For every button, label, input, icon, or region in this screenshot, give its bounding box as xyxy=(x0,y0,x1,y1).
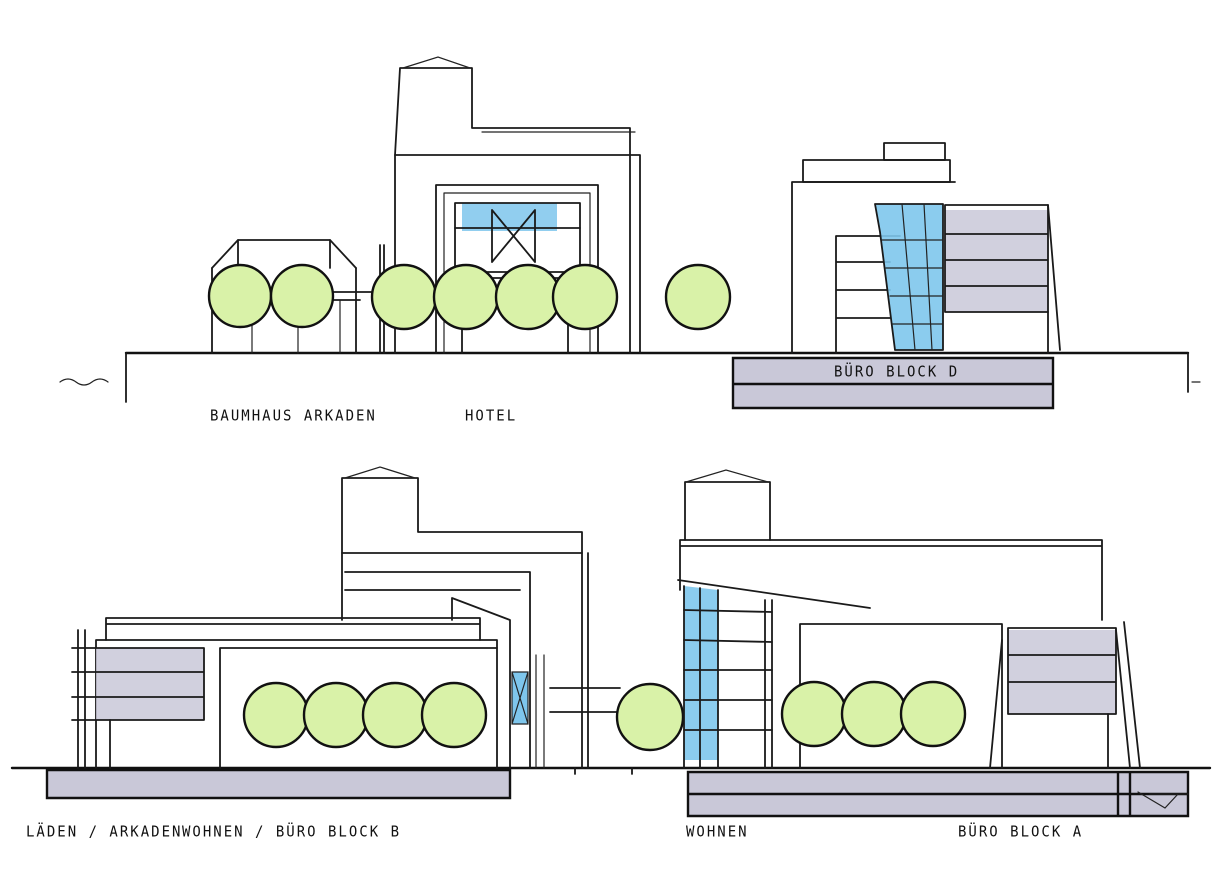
left-base-slab xyxy=(47,770,510,798)
buero-block-d-building xyxy=(731,142,1061,410)
tree-bottom-8 xyxy=(899,680,967,748)
bottom-elevation xyxy=(10,466,1212,818)
block-b-courtyard-frame xyxy=(219,647,498,769)
tree-bottom-4 xyxy=(420,681,488,749)
label-wohnen-buero-block-b: WOHNEN / BÜRO BLOCK B xyxy=(182,823,402,841)
trees-top xyxy=(207,263,732,331)
tree-top-2 xyxy=(269,263,335,329)
block-d-edge xyxy=(1047,204,1061,354)
tree-bottom-5 xyxy=(615,682,685,752)
block-d-glass-mullions xyxy=(881,203,944,351)
tree-top-5 xyxy=(494,263,562,331)
block-a-panel-fill xyxy=(1008,630,1116,714)
tree-bottom-1 xyxy=(242,681,310,749)
label-wohnen: WOHNEN xyxy=(686,823,749,841)
block-b-panel-grid xyxy=(71,647,205,721)
wohnen-side-posts xyxy=(764,599,773,769)
wohnen-slanted-roof xyxy=(677,579,871,609)
block-d-roof-box xyxy=(883,142,946,161)
bridge-connector xyxy=(549,687,621,713)
top-elevation xyxy=(59,56,1201,410)
baumhaus-roof xyxy=(211,239,357,269)
tree-bottom-2 xyxy=(302,681,370,749)
trees-bottom-left xyxy=(242,681,488,749)
tree-bottom-7 xyxy=(840,680,908,748)
label-laeden-arkaden: LÄDEN / ARKADEN xyxy=(26,823,183,841)
block-b-posts xyxy=(535,654,545,769)
block-b-slanted-roof xyxy=(451,597,511,769)
wohnen-tower-top xyxy=(684,481,771,541)
block-a-panel-grid xyxy=(1007,627,1117,715)
block-b-tower-top xyxy=(341,477,583,554)
right-slab-stair xyxy=(1137,791,1189,809)
wohnen-glass-mullions xyxy=(683,585,719,769)
block-d-penthouse xyxy=(802,159,951,183)
wohnen-glass-facade xyxy=(684,586,718,760)
wohnen-building xyxy=(677,469,1103,769)
label-buero-block-d: BÜRO BLOCK D xyxy=(834,363,960,381)
tree-top-1 xyxy=(207,263,273,329)
label-baumhaus-arkaden: BAUMHAUS ARKADEN xyxy=(210,407,377,425)
block-b-tower xyxy=(341,466,589,769)
block-d-panel-fill xyxy=(945,210,1048,312)
block-b-glass-brace xyxy=(511,671,529,725)
wohnen-roofline xyxy=(679,539,1103,621)
ground-ticks-bottom xyxy=(574,767,633,775)
block-a-edge xyxy=(1107,621,1141,769)
wohnen-floor-lines xyxy=(683,609,773,731)
hotel-tower-top xyxy=(394,67,631,156)
tree-top-6 xyxy=(551,263,619,331)
block-b-side-posts xyxy=(77,629,86,769)
hotel-cross-brace xyxy=(491,209,536,263)
block-d-main-wall xyxy=(791,181,956,354)
tree-bottom-3 xyxy=(361,681,429,749)
right-slab-outline xyxy=(686,770,1190,818)
tree-bottom-6 xyxy=(780,680,848,748)
label-buero-block-a: BÜRO BLOCK A xyxy=(958,823,1084,841)
wohnen-tower-cap xyxy=(685,469,769,483)
buero-block-a-building xyxy=(799,621,1141,769)
ground-break-left-top xyxy=(59,378,109,386)
block-b-tower-cap xyxy=(344,466,416,479)
block-b-roof xyxy=(105,617,481,641)
left-slab-outline xyxy=(45,768,512,800)
tree-top-3 xyxy=(370,263,438,331)
block-b-panel-fill xyxy=(96,648,204,720)
block-b-tower-walls xyxy=(341,552,589,769)
block-d-slab-outline xyxy=(731,356,1055,410)
tree-top-7 xyxy=(664,263,732,331)
block-b-building xyxy=(71,617,498,769)
hotel-roof-cap xyxy=(402,56,471,69)
block-d-left-grid xyxy=(835,235,901,354)
tree-top-4 xyxy=(432,263,500,331)
block-d-glass-outline xyxy=(874,203,944,351)
hotel-glass xyxy=(462,203,557,231)
trees-bottom-right xyxy=(780,680,967,748)
block-a-slant-post xyxy=(989,639,1003,769)
label-hotel: HOTEL xyxy=(465,407,518,425)
block-b-tower-frame xyxy=(344,571,531,769)
